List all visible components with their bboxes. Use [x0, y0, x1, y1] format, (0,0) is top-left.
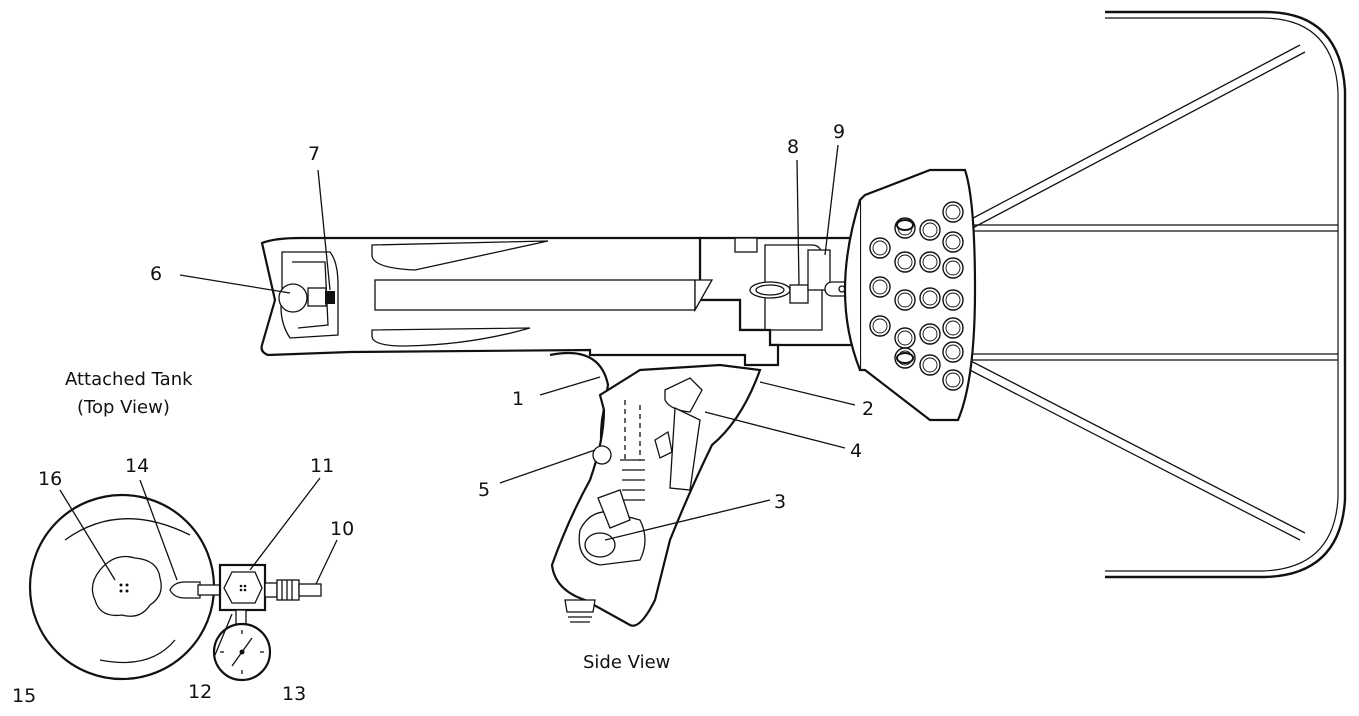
gun-handle	[549, 351, 762, 627]
callout-12: 12	[188, 681, 212, 703]
callout-11: 11	[310, 455, 334, 477]
projectile-hole-inner	[945, 372, 961, 388]
projectile-hole-inner	[945, 292, 961, 308]
projectile-hole-inner	[872, 318, 888, 334]
leader-lines	[59, 144, 856, 656]
callout-10: 10	[330, 518, 354, 540]
callout-2: 2	[862, 398, 874, 420]
projectile-holes	[869, 201, 964, 391]
projectile-hole-inner	[872, 240, 888, 256]
attached-tank-caption: Attached Tank	[65, 369, 193, 390]
projectile-hole-inner	[945, 260, 961, 276]
callout-4: 4	[850, 440, 862, 462]
projectile-hole-inner	[922, 326, 938, 342]
gun-body	[260, 236, 780, 367]
attached-tank	[28, 493, 322, 682]
fitting-10	[298, 583, 322, 597]
callout-9: 9	[833, 121, 845, 143]
pivot-5	[592, 445, 612, 465]
net-frame	[910, 10, 1347, 579]
callout-5: 5	[478, 479, 490, 501]
valve-6	[278, 283, 308, 313]
projectile-hole-inner	[922, 290, 938, 306]
callout-6: 6	[150, 263, 162, 285]
projectile-hole-inner	[897, 292, 913, 308]
projectile-hole-inner	[872, 279, 888, 295]
projectile-hole-inner	[922, 254, 938, 270]
projectile-hole-inner	[922, 357, 938, 373]
projectile-hole-inner	[897, 254, 913, 270]
callout-7: 7	[308, 143, 320, 165]
projectile-hole-inner	[897, 330, 913, 346]
tether-anchor	[896, 219, 914, 231]
callout-1: 1	[512, 388, 524, 410]
callout-16: 16	[38, 468, 62, 490]
callout-13: 13	[282, 683, 306, 705]
nozzle-14	[169, 581, 201, 599]
projectile-hole-inner	[945, 344, 961, 360]
callout-8: 8	[787, 136, 799, 158]
projectile-hole-inner	[945, 204, 961, 220]
callout-15: 15	[12, 685, 36, 707]
tether-anchor	[896, 352, 914, 364]
side-view-caption: Side View	[583, 652, 670, 673]
top-view-caption: (Top View)	[77, 397, 170, 418]
projectile-hole-inner	[945, 234, 961, 250]
callout-3: 3	[774, 491, 786, 513]
callout-14: 14	[125, 455, 149, 477]
projectile-hole-inner	[922, 222, 938, 238]
projectile-hole-inner	[945, 320, 961, 336]
